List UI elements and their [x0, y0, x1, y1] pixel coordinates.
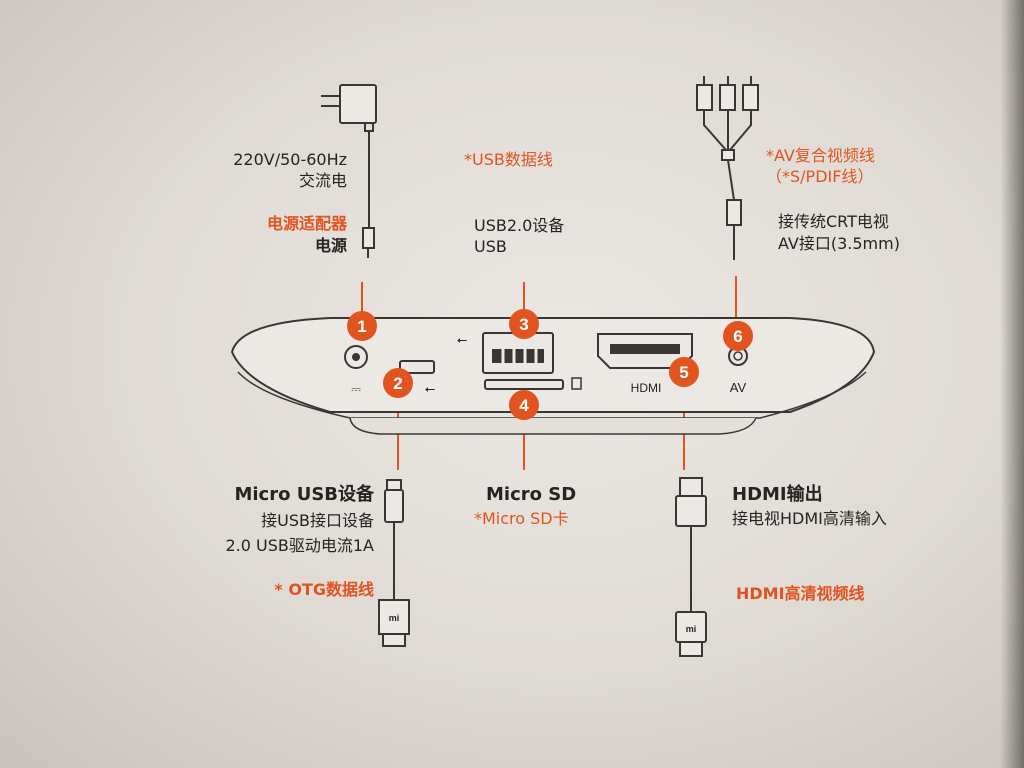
micro-sd-slot [484, 377, 582, 390]
device-hdmi-label: HDMI [631, 381, 662, 395]
micro-usb-port [399, 360, 435, 374]
device-av-label: AV [730, 380, 747, 395]
av-port-label: AV接口(3.5mm) [778, 234, 900, 253]
usb-a-port [482, 332, 554, 374]
power-name-label: 电源 [314, 236, 347, 255]
page-shadow-edge [1000, 0, 1024, 768]
badge-2: 2 [383, 368, 413, 398]
micro-sd-note-label: *Micro SD卡 [474, 509, 569, 528]
badge-3: 3 [509, 309, 539, 339]
usb-cable-note-label: *USB数据线 [464, 150, 553, 169]
usb-symbol-icon-host: ⭠ [457, 333, 467, 348]
badge-6: 6 [723, 321, 753, 351]
usb-symbol-icon-micro: ⭠ [425, 382, 435, 397]
badge-1: 1 [347, 311, 377, 341]
hdmi-cable-illustration: mi [675, 477, 707, 657]
hdmi-desc-label: 接电视HDMI高清输入 [732, 509, 887, 528]
av-cable-note-label: *AV复合视频线 [766, 146, 875, 165]
micro-sd-title: Micro SD [486, 484, 577, 505]
av-crt-label: 接传统CRT电视 [778, 212, 889, 231]
svg-text:5: 5 [679, 363, 688, 382]
micro-usb-title: Micro USB设备 [234, 484, 374, 505]
dc-power-port [344, 345, 368, 369]
mi-logo-otg: mi [389, 613, 400, 623]
svg-text:2: 2 [393, 374, 402, 393]
usb-device-label: USB2.0设备 [474, 216, 565, 235]
usb-name-label: USB [474, 237, 507, 256]
micro-usb-desc-1: 接USB接口设备 [261, 511, 374, 530]
svg-text:4: 4 [519, 396, 529, 415]
svg-text:1: 1 [357, 317, 366, 336]
hdmi-cable-note-label: HDMI高清视频线 [736, 584, 865, 603]
badge-5: 5 [669, 357, 699, 387]
otg-note-label: * OTG数据线 [274, 580, 374, 599]
adapter-note-label: 电源适配器 [266, 214, 347, 233]
hdmi-title: HDMI输出 [732, 484, 823, 505]
power-adapter-illustration [321, 84, 377, 258]
svg-text:6: 6 [733, 327, 742, 346]
av-cable-illustration [696, 76, 759, 260]
mi-logo-hdmi: mi [686, 624, 697, 634]
badge-4: 4 [509, 390, 539, 420]
spdif-cable-note-label: （*S/PDIF线） [766, 167, 874, 186]
micro-usb-desc-2: 2.0 USB驱动电流1A [225, 536, 374, 555]
power-ac-label: 交流电 [298, 171, 347, 190]
dc-symbol-icon: ⎓ [351, 382, 361, 396]
power-spec-label: 220V/50-60Hz [233, 150, 347, 169]
svg-text:3: 3 [519, 315, 528, 334]
otg-cable-illustration: mi [378, 479, 410, 647]
